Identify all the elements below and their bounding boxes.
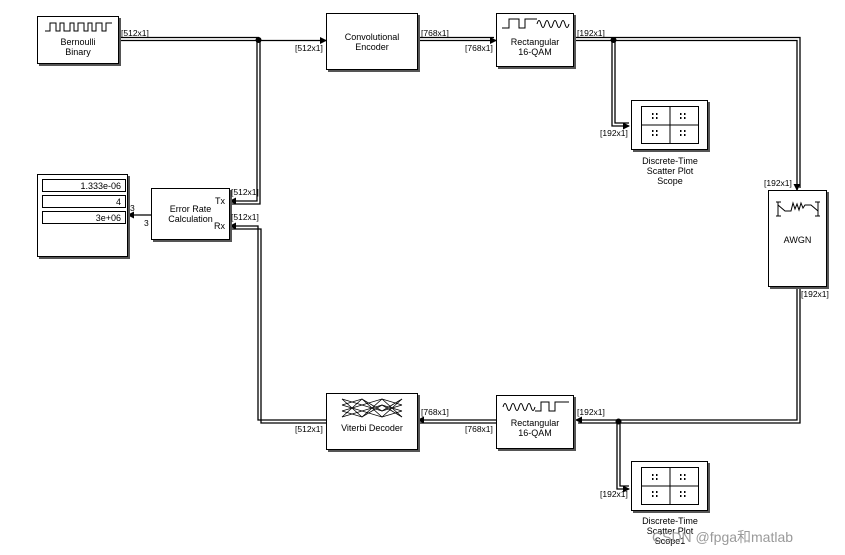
bernoulli-label-1: Bernoulli	[60, 37, 96, 47]
trellis-icon	[341, 398, 403, 418]
demodulator-label-1: Rectangular	[510, 418, 560, 428]
line-branch-to-tx	[229, 40, 258, 205]
display-value-ber: 1.333e-06	[42, 179, 126, 192]
line-to-scope-top	[611, 40, 630, 130]
constellation-icon-2	[641, 467, 699, 505]
modulation-wave-icon	[502, 18, 570, 29]
line-viterbi-to-rx	[229, 222, 326, 421]
display-value-bits: 3e+06	[42, 211, 126, 224]
signal-label: [192x1]	[600, 489, 628, 499]
signal-label: 3	[144, 218, 149, 228]
signal-label: [192x1]	[764, 178, 792, 188]
junction-bottom	[615, 418, 622, 425]
scatter-scope-bottom-block[interactable]	[631, 461, 708, 511]
signal-label: [192x1]	[600, 128, 628, 138]
scope-bottom-label-1: Discrete-Time	[642, 516, 698, 526]
noise-channel-icon	[776, 201, 820, 217]
signal-label: [512x1]	[121, 28, 149, 38]
constellation-icon	[641, 106, 699, 144]
viterbi-decoder-block[interactable]: Viterbi Decoder	[326, 393, 418, 450]
scope-bottom-label-2: Scatter Plot	[646, 526, 694, 536]
display-value-errors: 4	[42, 195, 126, 208]
modulator-label-1: Rectangular	[510, 37, 560, 47]
error-rate-label-1: Error Rate	[169, 204, 212, 214]
junction-top-left	[255, 37, 262, 43]
encoder-label-2: Encoder	[355, 42, 389, 52]
signal-label: [192x1]	[801, 289, 829, 299]
port-tx-label: Tx	[215, 196, 225, 206]
bernoulli-label-2: Binary	[65, 47, 91, 57]
signal-label: [768x1]	[465, 424, 493, 434]
pulse-train-icon	[45, 22, 112, 32]
awgn-channel-block[interactable]: AWGN	[768, 190, 827, 287]
scatter-scope-top-block[interactable]	[631, 100, 708, 150]
scope-top-label-1: Discrete-Time	[642, 156, 698, 166]
demodulator-label-2: 16-QAM	[518, 428, 552, 438]
bernoulli-binary-block[interactable]: Bernoulli Binary	[37, 16, 119, 64]
qam-demodulator-block[interactable]: Rectangular 16-QAM	[496, 395, 574, 449]
scope-top-label-3: Scope	[657, 176, 683, 186]
error-rate-calculation-block[interactable]: Error Rate Calculation Tx Rx	[151, 188, 230, 240]
awgn-label: AWGN	[783, 235, 812, 245]
signal-label: 3	[130, 203, 135, 213]
qam-modulator-block[interactable]: Rectangular 16-QAM	[496, 13, 574, 67]
junction-top-right	[610, 37, 617, 43]
signal-label: [512x1]	[295, 424, 323, 434]
modulator-label-2: 16-QAM	[518, 47, 552, 57]
signal-label: [192x1]	[577, 28, 605, 38]
demodulation-wave-icon	[502, 401, 569, 412]
port-rx-label: Rx	[214, 221, 225, 231]
watermark: CSDN @fpga和matlab	[652, 529, 794, 545]
signal-label: [192x1]	[577, 407, 605, 417]
scope-bottom-label-3: Scope1	[654, 536, 686, 546]
viterbi-label: Viterbi Decoder	[341, 423, 403, 433]
display-block[interactable]: 1.333e-06 4 3e+06	[37, 174, 128, 257]
line-to-scope-bottom	[616, 420, 630, 493]
signal-label: [512x1]	[295, 43, 323, 53]
signal-label: [768x1]	[421, 28, 449, 38]
line-awgn-to-demod	[575, 287, 798, 424]
signal-label: [768x1]	[465, 43, 493, 53]
line-mod-to-awgn	[574, 39, 801, 191]
scope-top-label-2: Scatter Plot	[646, 166, 694, 176]
encoder-label-1: Convolutional	[344, 32, 400, 42]
convolutional-encoder-block[interactable]: Convolutional Encoder	[326, 13, 418, 70]
signal-label: [512x1]	[231, 187, 259, 197]
signal-label: [512x1]	[231, 212, 259, 222]
signal-label: [768x1]	[421, 407, 449, 417]
error-rate-label-2: Calculation	[168, 214, 213, 224]
